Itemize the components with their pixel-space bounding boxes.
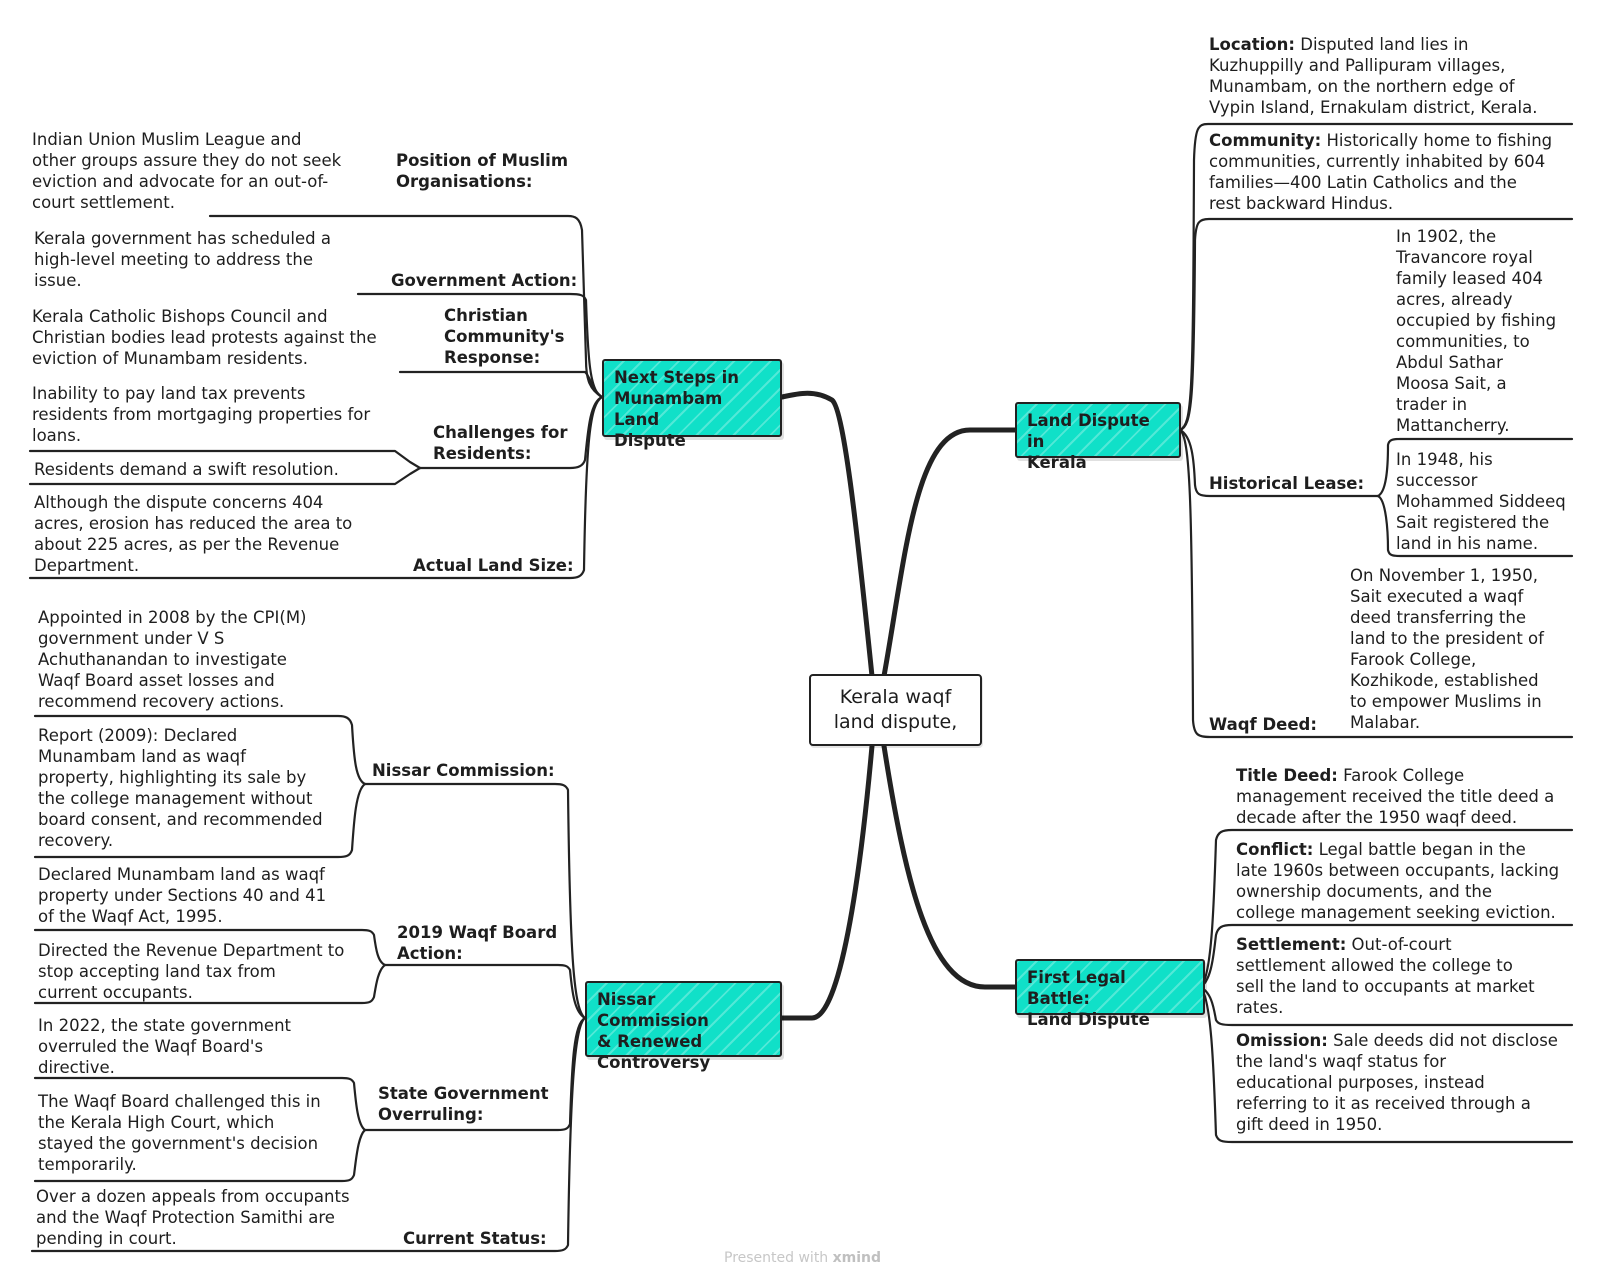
central-topic[interactable]: Kerala waqf land dispute, [809,674,982,746]
detail-overruled: In 2022, the state government overruled … [38,1016,292,1077]
text-conflict: Legal battle began in the late 1960s bet… [1236,840,1560,922]
text-community: Historically home to fishing communities… [1209,131,1553,213]
footer-credit: Presented with xmind [724,1250,881,1266]
entry-title-deed: Title Deed: Farook College management re… [1236,765,1554,828]
topic-muslim-organisations[interactable]: Position of Muslim Organisations: [396,151,569,191]
main-branch-lines [779,390,1018,1021]
branch-first-legal-battle[interactable]: First Legal Battle: Land Dispute [1015,959,1205,1029]
entry-settlement: Settlement: Out-of-court settlement allo… [1236,934,1535,1018]
term-title-deed: Title Deed: [1236,766,1338,785]
topic-nissar-commission[interactable]: Nissar Commission: [372,761,555,780]
detail-current-status: Over a dozen appeals from occupants and … [36,1187,350,1248]
text-omission: Sale deeds did not disclose the land's w… [1236,1031,1558,1134]
text-title-deed: Farook College management received the t… [1236,766,1555,827]
entry-location: Location: Disputed land lies in Kuzhuppi… [1209,34,1537,118]
detail-muslim-organisations: Indian Union Muslim League and other gro… [32,130,342,212]
entry-community: Community: Historically home to fishing … [1209,130,1552,214]
text-location: Disputed land lies in Kuzhuppilly and Pa… [1209,35,1538,117]
topic-waqf-deed[interactable]: Waqf Deed: [1209,715,1317,734]
detail-government-action: Kerala government has scheduled a high-l… [34,229,331,290]
detail-challenges-resolution: Residents demand a swift resolution. [34,460,339,479]
detail-christian-response: Kerala Catholic Bishops Council and Chri… [32,307,377,368]
footer-prefix: Presented with [724,1250,833,1266]
term-community: Community: [1209,131,1322,150]
topic-christian-response[interactable]: Christian Community's Response: [444,306,565,367]
entry-omission: Omission: Sale deeds did not disclose th… [1236,1030,1558,1135]
detail-commission-appointed: Appointed in 2008 by the CPI(M) governme… [38,608,307,711]
topic-actual-land-size[interactable]: Actual Land Size: [413,556,574,575]
branch-land-dispute-kerala[interactable]: Land Dispute in Kerala [1015,402,1181,472]
detail-high-court: The Waqf Board challenged this in the Ke… [38,1092,321,1174]
xmind-logo: xmind [832,1250,882,1266]
topic-current-status[interactable]: Current Status: [403,1229,547,1248]
term-omission: Omission: [1236,1031,1328,1050]
detail-actual-land-size: Although the dispute concerns 404 acres,… [34,493,353,575]
term-location: Location: [1209,35,1295,54]
entry-conflict: Conflict: Legal battle began in the late… [1236,839,1559,923]
term-settlement: Settlement: [1236,935,1347,954]
branch-nissar-commission[interactable]: Nissar Commission & Renewed Controversy [585,981,782,1072]
branch-next-steps[interactable]: Next Steps in Munambam Land Dispute [602,359,782,450]
detail-lease-1948: In 1948, his successor Mohammed Siddeeq … [1396,450,1566,553]
detail-waqf-deed: On November 1, 1950, Sait executed a waq… [1350,566,1544,732]
detail-lease-1902: In 1902, the Travancore royal family lea… [1396,227,1557,435]
detail-commission-report: Report (2009): Declared Munambam land as… [38,726,323,850]
term-conflict: Conflict: [1236,840,1314,859]
text-settlement: Out-of-court settlement allowed the coll… [1236,935,1535,1017]
topic-government-action[interactable]: Government Action: [391,271,578,290]
topic-historical-lease[interactable]: Historical Lease: [1209,474,1365,493]
detail-board-directed: Directed the Revenue Department to stop … [38,941,345,1002]
topic-state-government-overruling[interactable]: State Government Overruling: [378,1084,549,1124]
topic-challenges-residents[interactable]: Challenges for Residents: [433,423,568,463]
detail-board-declared: Declared Munambam land as waqf property … [38,865,327,926]
detail-challenges-tax: Inability to pay land tax prevents resid… [32,384,371,445]
sub-branch-lines [28,122,1574,1253]
topic-waqf-board-action[interactable]: 2019 Waqf Board Action: [397,923,558,963]
